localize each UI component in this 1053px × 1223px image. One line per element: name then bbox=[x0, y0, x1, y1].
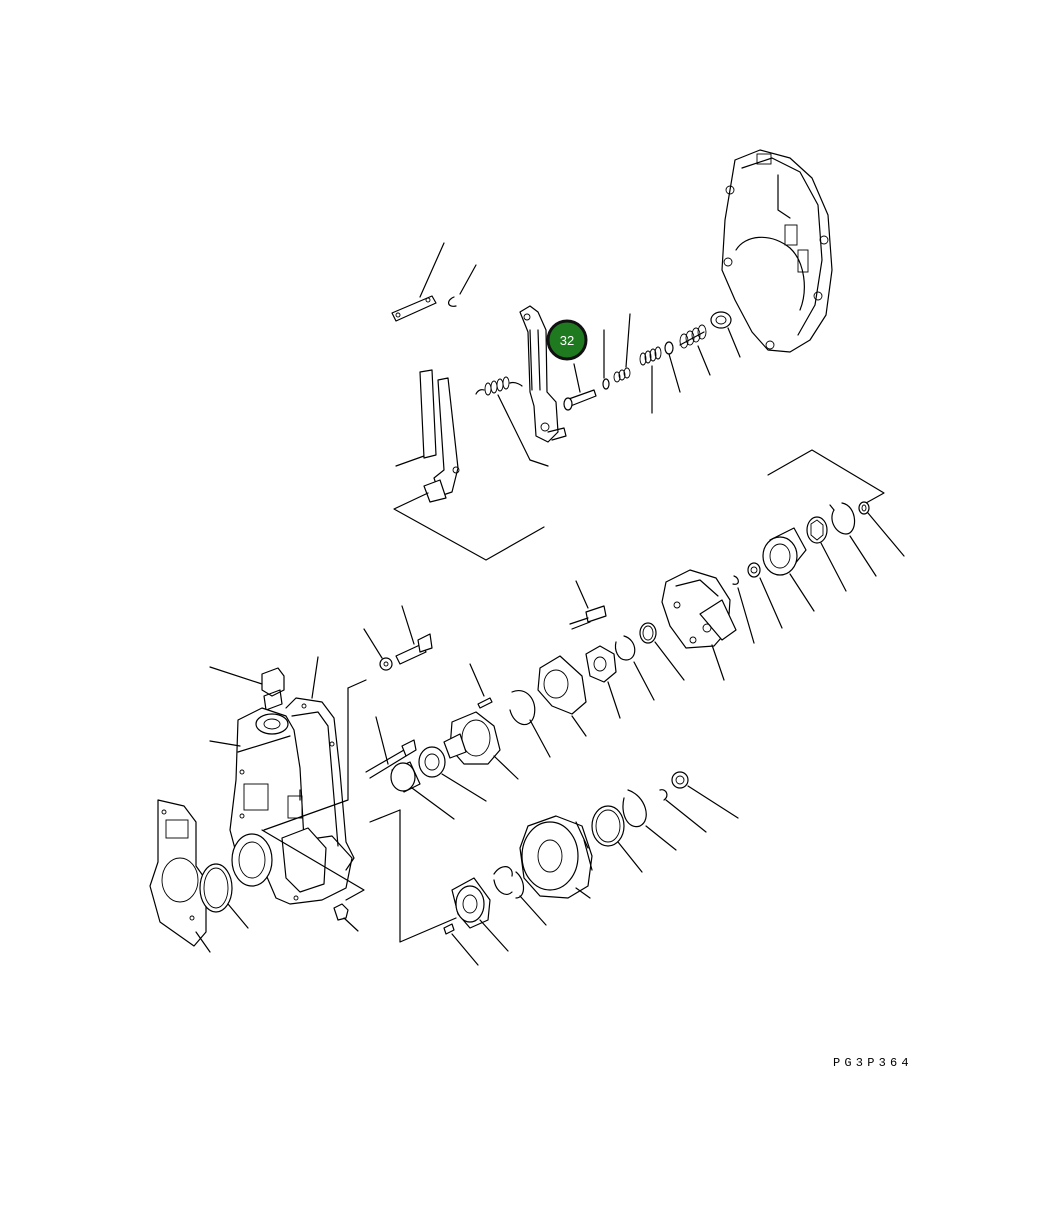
spring-medium bbox=[639, 346, 662, 414]
hex-nut-mid bbox=[585, 645, 621, 719]
group-bracket-upper bbox=[393, 492, 545, 561]
key-pin bbox=[443, 923, 479, 966]
snap-ring-lower bbox=[509, 690, 551, 758]
collar bbox=[747, 562, 783, 629]
control-lever bbox=[395, 369, 460, 503]
snap-ring-small bbox=[732, 575, 755, 644]
gasket-left bbox=[149, 799, 211, 953]
lever-spring bbox=[475, 376, 549, 467]
callout-label: 32 bbox=[560, 333, 574, 348]
nut-small bbox=[333, 903, 359, 932]
callout-badge-32[interactable]: 32 bbox=[546, 319, 588, 361]
small-clip-bottom bbox=[659, 789, 707, 833]
flyweight-assembly bbox=[661, 569, 737, 681]
thin-washer bbox=[639, 622, 685, 681]
bearing-hex bbox=[806, 516, 847, 592]
spring-small bbox=[613, 313, 631, 383]
gasket-right bbox=[285, 656, 355, 871]
link-plate bbox=[391, 242, 445, 322]
governor-lever bbox=[519, 305, 567, 443]
large-spring bbox=[679, 324, 711, 376]
gear-housing-cover bbox=[721, 149, 833, 353]
thrust-washer-pair bbox=[493, 866, 547, 926]
flange bbox=[537, 655, 587, 737]
snap-ring-bottom bbox=[622, 789, 677, 851]
drawing-code: PG3P364 bbox=[833, 1056, 913, 1070]
group-bracket-right bbox=[767, 449, 885, 504]
snap-ring-mid bbox=[614, 635, 655, 701]
group-bracket-lower bbox=[261, 679, 457, 943]
pin-bolt bbox=[563, 363, 597, 411]
drive-sleeve bbox=[762, 527, 815, 612]
bolt-short bbox=[395, 605, 433, 665]
callout-circle bbox=[546, 319, 588, 361]
governor-housing bbox=[209, 707, 353, 905]
bolt-long bbox=[365, 716, 417, 779]
cotter-pin bbox=[469, 663, 493, 709]
bearing-lower bbox=[418, 746, 487, 802]
gear-shaft bbox=[443, 711, 519, 780]
tiny-washer bbox=[602, 329, 610, 390]
gear-spacer bbox=[451, 877, 509, 952]
small-washer bbox=[664, 341, 681, 393]
plug-bolt bbox=[209, 666, 285, 711]
bushing bbox=[710, 311, 741, 358]
snap-clip bbox=[448, 264, 477, 307]
washer-left bbox=[363, 628, 393, 671]
bolt-upper bbox=[569, 580, 607, 630]
large-gear bbox=[519, 815, 593, 899]
o-ring bbox=[199, 863, 249, 929]
small-nut-end bbox=[858, 501, 905, 557]
retaining-ring-large bbox=[829, 502, 877, 577]
sleeve-lower bbox=[390, 761, 455, 820]
end-bushing bbox=[671, 771, 739, 819]
ring-lower bbox=[591, 805, 643, 873]
